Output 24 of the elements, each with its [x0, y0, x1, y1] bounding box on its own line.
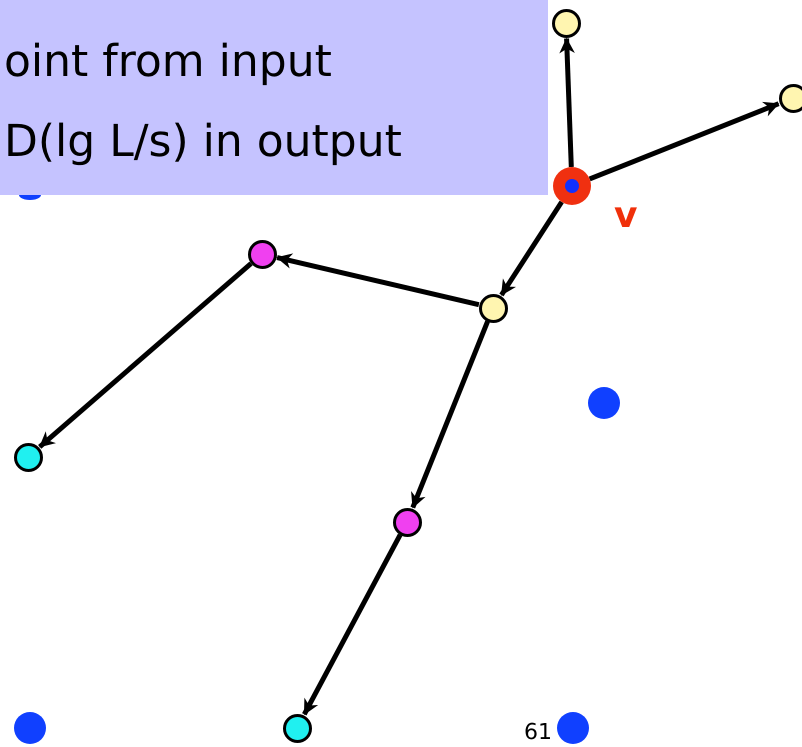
graph-vertex: [557, 712, 589, 744]
arrow: [588, 101, 780, 182]
graph-vertex: [14, 712, 46, 744]
note-text: D(lg L/s) in output: [4, 120, 402, 164]
graph-vertex: [553, 167, 591, 205]
graph-vertex: [248, 240, 276, 268]
graph-vertex: [552, 8, 580, 38]
graph-vertex: [19, 195, 41, 200]
arrow: [559, 38, 575, 168]
arrow: [499, 200, 564, 296]
graph-vertex: [392, 508, 422, 536]
vertex-label: v: [614, 198, 638, 234]
graph-vertex: [778, 84, 802, 112]
arrow: [38, 262, 253, 449]
note-box: [0, 0, 548, 195]
graph-vertex: [588, 387, 620, 419]
page-number: 61: [524, 722, 552, 744]
note-text: oint from input: [4, 40, 332, 84]
graph-vertex: [282, 714, 312, 742]
graph-vertex: [14, 442, 42, 472]
arrow: [410, 320, 490, 509]
arrow: [276, 253, 480, 308]
graph-vertex: [478, 294, 508, 322]
arrow: [302, 534, 402, 716]
